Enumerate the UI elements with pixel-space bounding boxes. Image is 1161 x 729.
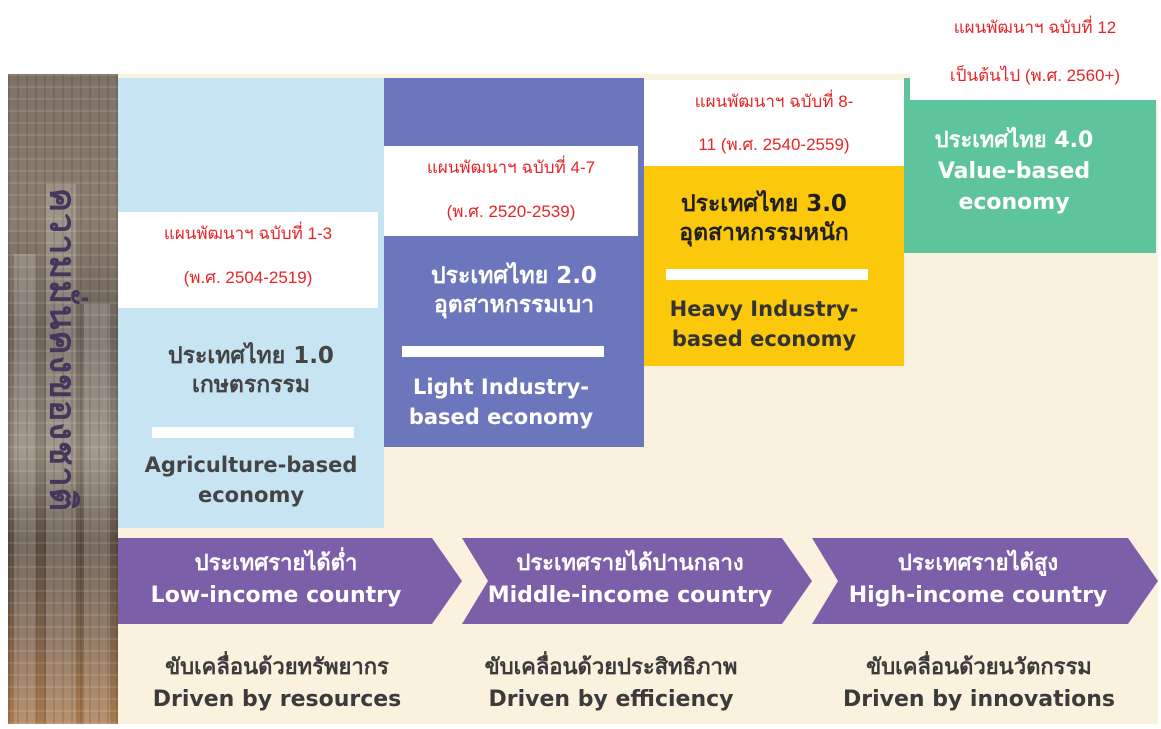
income-arrow-low: ประเทศรายได้ต่ำ Low-income country [118,538,462,624]
stage-3-box [644,166,904,366]
stage-3-subtitle-th: อุตสาหกรรมหนัก [679,219,849,246]
income-high-text: ประเทศรายได้สูง High-income country [826,548,1130,612]
window-texture [8,74,118,724]
income-high-en: High-income country [848,582,1108,608]
building-silhouette [14,254,36,724]
stage-4-economy-line1: Value-based [937,158,1091,184]
stage-4-plan-line2: เป็นต้นไป (พ.ศ. 2560+) [949,66,1121,85]
arrow-shape [118,538,462,624]
income-high-th: ประเทศรายได้สูง [897,551,1059,576]
stage-1-subtitle-th: เกษตรกรรม [191,371,311,398]
stage-1-plan-line1: แผนพัฒนาฯ ฉบับที่ 1-3 [163,224,333,243]
stage-1-economy: Agriculture-based economy [118,450,384,511]
stage-4-title: ประเทศไทย 4.0 Value-based economy [904,126,1124,218]
stage-2-title-th: ประเทศไทย 2.0 [431,263,597,289]
stage-1-divider [152,427,354,438]
stage-3-plan-line2: 11 (พ.ศ. 2540-2559) [698,135,850,154]
national-security-label: ความมั่นคงของชาติ [41,187,83,513]
stage-1-economy-line1: Agriculture-based [144,453,358,477]
driver-innovations-th: ขับเคลื่อนด้วยนวัตกรรม [866,655,1092,680]
stage-4-economy-line2: economy [958,189,1070,215]
stage-2-plan-line1: แผนพัฒนาฯ ฉบับที่ 4-7 [426,158,596,177]
city-photo-strip [8,74,118,724]
income-low-en: Low-income country [150,582,402,608]
driver-resources-th: ขับเคลื่อนด้วยทรัพยากร [165,655,389,680]
stage-4-plan-line1: แผนพัฒนาฯ ฉบับที่ 12 [953,18,1117,37]
stage-3-plan: แผนพัฒนาฯ ฉบับที่ 8- 11 (พ.ศ. 2540-2559) [644,80,904,166]
stage-4-box [904,78,1156,253]
stage-3-plan-line1: แผนพัฒนาฯ ฉบับที่ 8- [694,92,854,111]
driver-resources-en: Driven by resources [152,686,402,712]
stage-3-economy: Heavy Industry- based economy [644,294,884,355]
building-silhouette [84,304,110,724]
building-silhouette [46,184,76,724]
stage-2-divider [402,346,604,357]
arrow-shape [812,538,1158,624]
driver-resources: ขับเคลื่อนด้วยทรัพยากร Driven by resourc… [118,652,436,716]
driver-efficiency-th: ขับเคลื่อนด้วยประสิทธิภาพ [484,655,738,680]
stage-1-plan-line2: (พ.ศ. 2504-2519) [183,268,313,287]
stage-3-title-th: ประเทศไทย 3.0 [681,191,847,217]
driver-efficiency-en: Driven by efficiency [488,686,734,712]
income-low-th: ประเทศรายได้ต่ำ [194,551,358,576]
stage-4-title-th: ประเทศไทย 4.0 [934,128,1094,153]
stage-1-economy-line2: economy [197,483,305,508]
stage-1-title-th: ประเทศไทย 1.0 [168,343,334,369]
income-low-text: ประเทศรายได้ต่ำ Low-income country [118,548,434,612]
stage-2-title: ประเทศไทย 2.0 อุตสาหกรรมเบา [384,262,644,320]
driver-innovations: ขับเคลื่อนด้วยนวัตกรรม Driven by innovat… [820,652,1138,716]
stage-2-economy: Light Industry- based economy [384,372,618,433]
stage-2-economy-line2: based economy [408,405,594,430]
income-middle-th: ประเทศรายได้ปานกลาง [516,551,744,576]
stage-3-title: ประเทศไทย 3.0 อุตสาหกรรมหนัก [644,190,884,248]
stage-3-divider [666,269,868,280]
stage-2-subtitle-th: อุตสาหกรรมเบา [433,291,595,318]
stage-3-economy-line1: Heavy Industry- [669,297,859,321]
driver-innovations-en: Driven by innovations [842,686,1116,712]
stage-2-economy-line1: Light Industry- [413,375,589,399]
income-middle-text: ประเทศรายได้ปานกลาง Middle-income countr… [476,548,784,612]
income-arrow-high: ประเทศรายได้สูง High-income country [812,538,1158,624]
stage-4-plan: แผนพัฒนาฯ ฉบับที่ 12 เป็นต้นไป (พ.ศ. 256… [910,4,1160,100]
arrow-shape [462,538,812,624]
income-middle-en: Middle-income country [487,582,773,608]
stage-3-economy-line2: based economy [671,327,857,352]
stage-1-title: ประเทศไทย 1.0 เกษตรกรรม [118,342,384,400]
stage-2-box [384,78,644,447]
income-arrow-middle: ประเทศรายได้ปานกลาง Middle-income countr… [462,538,812,624]
stage-2-plan-line2: (พ.ศ. 2520-2539) [446,202,576,221]
stage-1-plan: แผนพัฒนาฯ ฉบับที่ 1-3 (พ.ศ. 2504-2519) [118,212,378,308]
stage-2-plan: แผนพัฒนาฯ ฉบับที่ 4-7 (พ.ศ. 2520-2539) [384,146,638,236]
driver-efficiency: ขับเคลื่อนด้วยประสิทธิภาพ Driven by effi… [452,652,770,716]
